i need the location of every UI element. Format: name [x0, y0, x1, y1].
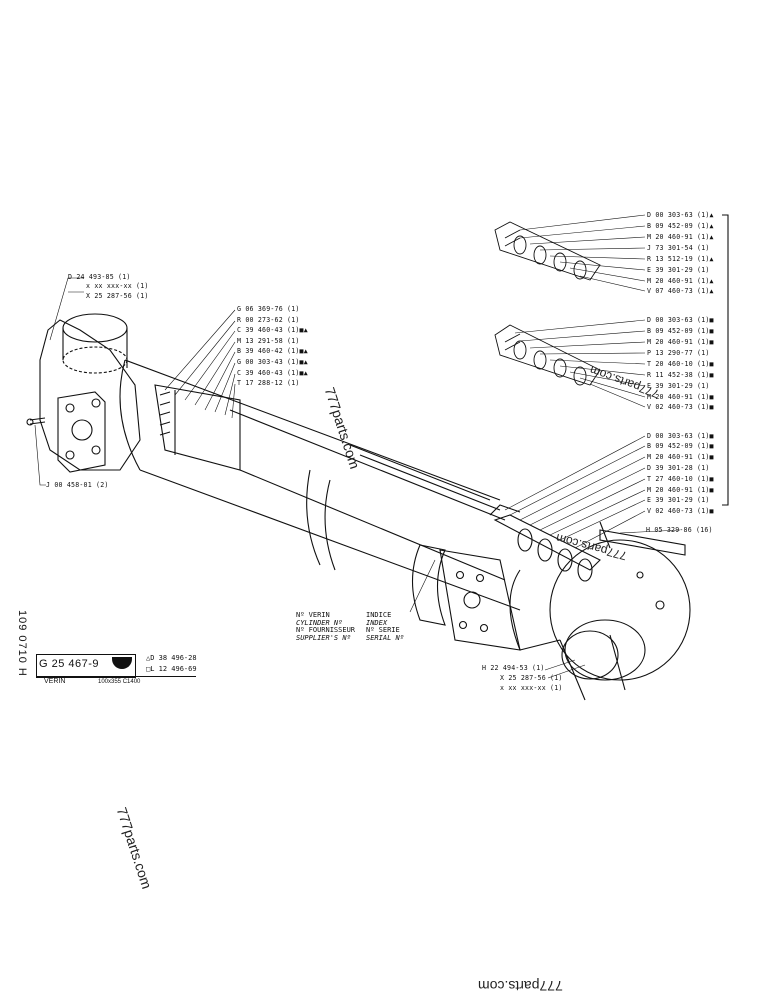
label-h: H 05 329-86 (16)	[646, 526, 713, 534]
label-head-2: x xx xxx-xx (1)	[86, 282, 149, 290]
group2-label-1: D 00 303-63 (1)■	[647, 316, 714, 324]
label-mid-5: B 39 460-42 (1)■▲	[237, 347, 308, 355]
label-mid-8: T 17 288-12 (1)	[237, 379, 300, 387]
group3-label-7: E 39 301-29 (1)	[647, 496, 710, 504]
group2-label-2: B 09 452-09 (1)■	[647, 327, 714, 335]
ref-1-text: D 38 496-28	[150, 654, 197, 662]
group1-label-2: B 09 452-09 (1)▲	[647, 222, 714, 230]
info-right-4: SERIAL Nº	[366, 633, 404, 642]
group3-label-1: D 00 303-63 (1)■	[647, 432, 714, 440]
info-left-4: SUPPLIER'S Nº	[296, 633, 351, 642]
side-code: 109 0710 H	[16, 610, 28, 677]
info-left-1: Nº VERIN	[296, 611, 330, 619]
drawing-code-badge	[112, 657, 132, 669]
group1-label-1: D 00 303-63 (1)▲	[647, 211, 714, 219]
group1-label-8: V 07 460-73 (1)▲	[647, 287, 714, 295]
group3-label-5: T 27 460-10 (1)■	[647, 475, 714, 483]
group2-label-5: T 20 460-10 (1)■	[647, 360, 714, 368]
info-right-2: INDEX	[366, 618, 388, 627]
group1-label-4: J 73 301-54 (1)	[647, 244, 710, 252]
drawing-ref-1: △D 38 496-28	[146, 654, 197, 662]
group3-label-3: M 20 460-91 (1)■	[647, 453, 714, 461]
ref-2-text: L 12 496-69	[150, 665, 197, 673]
group3-label-2: B 09 452-09 (1)■	[647, 442, 714, 450]
label-j: J 00 458-01 (2)	[46, 481, 109, 489]
label-head-3: X 25 287-56 (1)	[86, 292, 149, 300]
group2-label-6: R 11 452-38 (1)■	[647, 371, 714, 379]
label-rod-1: H 22 494-53 (1)	[482, 664, 545, 672]
group2-label-7: E 39 301-29 (1)	[647, 382, 710, 390]
drawing-ref-2: □L 12 496-69	[146, 665, 197, 673]
label-rod-3: x xx xxx-xx (1)	[500, 684, 563, 692]
label-mid-1: G 06 369-76 (1)	[237, 305, 300, 313]
label-mid-2: R 00 273-62 (1)	[237, 316, 300, 324]
title-rule	[36, 676, 196, 677]
group2-label-4: P 13 290-77 (1)	[647, 349, 710, 357]
group3-label-4: D 39 301-28 (1)	[647, 464, 710, 472]
label-mid-6: G 00 303-43 (1)■▲	[237, 358, 308, 366]
drawing-name: VERIN	[44, 678, 66, 685]
info-right-3: Nº SERIE	[366, 626, 400, 634]
label-rod-2: X 25 287-56 (1)	[500, 674, 563, 682]
drawing-size: 100x355 C1400	[98, 679, 141, 685]
group2-label-8: M 20 460-91 (1)■	[647, 393, 714, 401]
info-left-3: Nº FOURNISSEUR	[296, 626, 356, 634]
group2-label-3: M 20 460-91 (1)■	[647, 338, 714, 346]
info-right-1: INDICE	[366, 611, 392, 619]
group1-label-7: M 20 460-91 (1)▲	[647, 277, 714, 285]
group1-label-5: R 13 512-19 (1)▲	[647, 255, 714, 263]
group1-label-6: E 39 301-29 (1)	[647, 266, 710, 274]
group1-label-3: M 20 460-91 (1)▲	[647, 233, 714, 241]
label-mid-7: C 39 460-43 (1)■▲	[237, 369, 308, 377]
group3-label-6: M 20 460-91 (1)■	[647, 486, 714, 494]
label-mid-4: M 13 291-58 (1)	[237, 337, 300, 345]
group2-label-9: V 02 460-73 (1)■	[647, 403, 714, 411]
drawing-code: G 25 467-9	[39, 658, 100, 670]
info-left-2: CYLINDER Nº	[296, 618, 343, 627]
title-box	[36, 654, 136, 678]
label-mid-3: C 39 460-43 (1)■▲	[237, 326, 308, 334]
title-block: G 25 467-9 △D 38 496-28 □L 12 496-69 VER…	[36, 654, 271, 688]
group3-label-8: V 02 460-73 (1)■	[647, 507, 714, 515]
watermark-5: 777parts.com	[478, 978, 563, 994]
label-head-1: D 24 493-85 (1)	[68, 273, 131, 281]
